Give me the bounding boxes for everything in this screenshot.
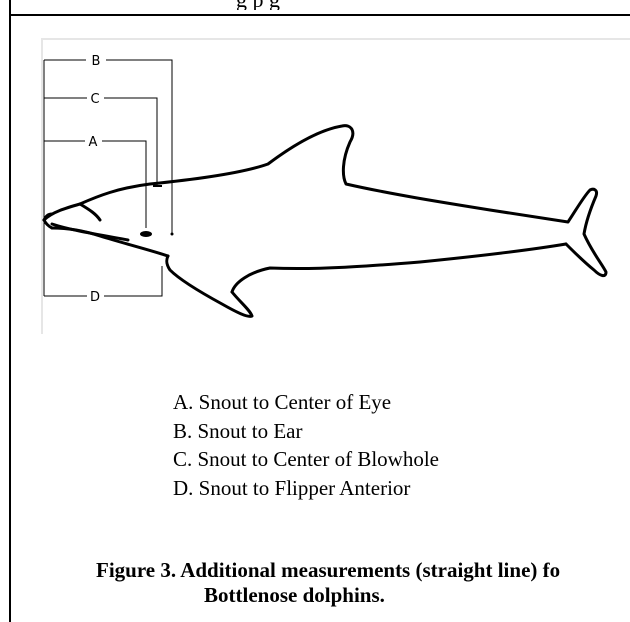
caption-line-2: Bottlenose dolphins. [96, 583, 630, 608]
legend-item-d: D. Snout to Flipper Anterior [173, 474, 439, 503]
legend-item-b: B. Snout to Ear [173, 417, 439, 446]
label-c: C [90, 92, 99, 107]
eye-marker [140, 231, 152, 237]
legend-item-c: C. Snout to Center of Blowhole [173, 445, 439, 474]
label-a: A [89, 135, 98, 150]
bracket-d-right-line [104, 266, 162, 296]
measurement-legend: A. Snout to Center of Eye B. Snout to Ea… [173, 388, 439, 502]
ear-marker [171, 233, 174, 236]
label-d: D [90, 290, 100, 305]
bracket-c-right-line [104, 98, 157, 186]
dolphin-diagram: B C A D [0, 0, 630, 340]
label-b: B [92, 54, 101, 69]
measurement-brackets [44, 60, 172, 296]
caption-line-1: Figure 3. Additional measurements (strai… [96, 558, 626, 583]
dolphin-outline [44, 126, 606, 317]
legend-item-a: A. Snout to Center of Eye [173, 388, 439, 417]
bracket-b-right-line [106, 60, 172, 234]
figure-caption: Figure 3. Additional measurements (strai… [96, 558, 630, 608]
